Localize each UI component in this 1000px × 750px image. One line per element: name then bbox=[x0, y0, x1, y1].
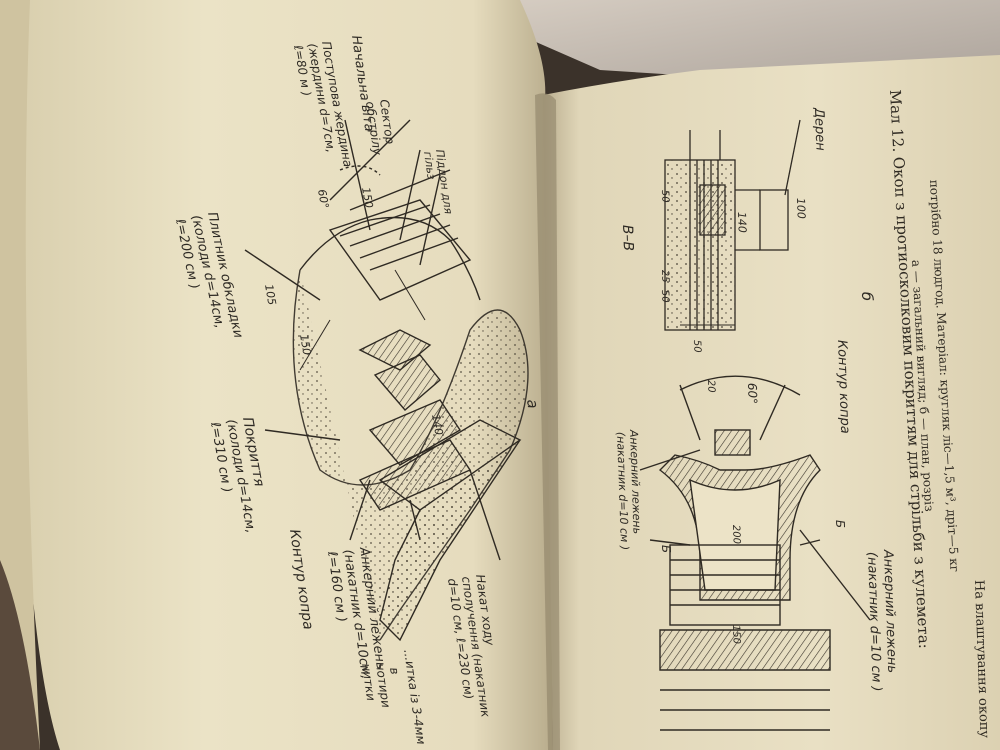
dim-140: 140 bbox=[735, 212, 749, 233]
section-title-vv: В–В bbox=[619, 225, 636, 252]
figure-b-letter: б bbox=[858, 292, 876, 302]
label-drit-3: чотири bbox=[373, 662, 393, 708]
trench-wall-1 bbox=[358, 329, 432, 371]
dim-50c: 50 bbox=[691, 340, 702, 353]
label-ankernyi-lez-1: Анкерний лежень bbox=[880, 549, 899, 674]
label-drit-2: в bbox=[387, 666, 402, 675]
plan-trench-steps bbox=[669, 544, 781, 626]
figure-b-labels: В–В Дерен 100 140 50 25 50 50 60° 200 15… bbox=[614, 107, 899, 692]
section-log bbox=[699, 184, 726, 236]
book-gutter bbox=[535, 93, 560, 750]
dim-25: 25 bbox=[659, 270, 670, 283]
dim-140: 140 bbox=[429, 413, 445, 436]
plan-interior bbox=[689, 478, 781, 591]
figure-a-drawing bbox=[244, 119, 529, 642]
mound-top-outline bbox=[299, 216, 481, 301]
dim-50: 50 bbox=[659, 190, 670, 203]
plan-approach bbox=[659, 629, 831, 671]
dim-150b: 150 bbox=[297, 333, 313, 356]
left-page-stack bbox=[0, 0, 40, 750]
section-deren-block bbox=[759, 189, 789, 251]
section-vv-drawing bbox=[664, 119, 801, 331]
label-ankernyi-kamin-2: (накатник d=10 см ) bbox=[614, 432, 631, 551]
dim-60-plan: 60° bbox=[745, 383, 760, 405]
cover-logs bbox=[328, 199, 472, 301]
dim-50b: 50 bbox=[659, 290, 670, 303]
dim-105: 105 bbox=[262, 283, 278, 306]
dim-150: 150 bbox=[730, 625, 742, 644]
trench-wall-3 bbox=[368, 399, 461, 466]
bottom-text: На влаштування окопу bbox=[971, 580, 992, 739]
dim-150: 150 bbox=[359, 186, 375, 209]
section-mark-b-right: Б bbox=[833, 520, 847, 529]
figure-a-letter: а bbox=[523, 398, 542, 410]
sector-line-1 bbox=[329, 119, 411, 201]
trench-wall-2 bbox=[373, 354, 441, 411]
plan-anchor-box bbox=[714, 429, 751, 456]
dim-60: 60° bbox=[315, 188, 331, 209]
label-pidlyk-2: гільз bbox=[421, 151, 438, 181]
label-kontur-kopa-plan: Контур копра bbox=[834, 340, 852, 434]
plan-sector-arc bbox=[679, 375, 801, 396]
plan-drawing bbox=[639, 375, 871, 731]
label-deren: Дерен bbox=[811, 107, 828, 152]
label-ankernyi-kamin-1: Анкерний лежень bbox=[627, 429, 644, 535]
sector-line-2 bbox=[349, 169, 451, 211]
dim-20: 20 bbox=[705, 380, 716, 393]
label-drit-4: нитки bbox=[359, 662, 378, 701]
dim-200: 200 bbox=[730, 525, 742, 544]
dim-100: 100 bbox=[794, 198, 808, 219]
right-page bbox=[543, 55, 1000, 750]
section-mark-b-left: Б bbox=[659, 545, 673, 554]
label-ankernyi-lez-2: (накатник d=10 см ) bbox=[864, 552, 884, 692]
label-sektor-1: Сектор bbox=[377, 98, 397, 145]
